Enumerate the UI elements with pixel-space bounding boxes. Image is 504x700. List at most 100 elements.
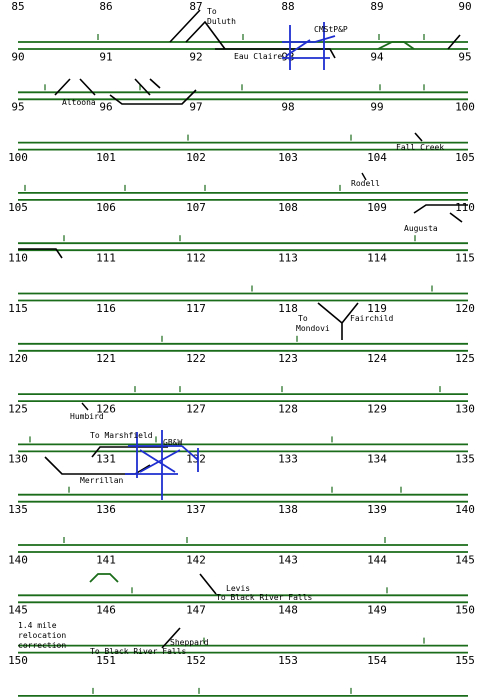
- mile-marker-106: 106: [96, 201, 116, 214]
- mile-marker-102: 102: [186, 151, 206, 164]
- mile-marker-100: 100: [455, 101, 475, 114]
- mile-marker-137: 137: [186, 503, 206, 516]
- mile-marker-113: 113: [278, 252, 298, 265]
- mile-marker-97: 97: [189, 101, 202, 114]
- to-duluth-label: To: [207, 7, 217, 16]
- mile-marker-119: 119: [367, 302, 387, 315]
- mile-marker-111: 111: [96, 252, 116, 265]
- to-marshfield-label: To Marshfield: [90, 431, 153, 440]
- mile-marker-140: 140: [8, 553, 28, 566]
- mile-marker-134: 134: [367, 453, 387, 466]
- marshfield-line: [91, 446, 168, 458]
- mile-marker-149: 149: [367, 604, 387, 617]
- mile-marker-86: 86: [99, 0, 112, 13]
- mile-marker-118: 118: [278, 302, 298, 315]
- mile-marker-126: 126: [96, 402, 116, 415]
- mile-marker-89: 89: [370, 0, 383, 13]
- mile-marker-142: 142: [186, 553, 206, 566]
- row-1-features: Altoona: [54, 78, 197, 107]
- mile-marker-109: 109: [367, 201, 387, 214]
- mile-marker-117: 117: [186, 302, 206, 315]
- to-black-river-falls-label-2: To Black River Falls: [90, 647, 187, 656]
- west-siding-row-5: [18, 248, 63, 259]
- mile-marker-131: 131: [96, 453, 116, 466]
- levis-siding: [89, 573, 119, 583]
- altoona-spur-east: [134, 78, 161, 96]
- mile-marker-152: 152: [186, 654, 206, 667]
- rodell-label: Rodell: [351, 179, 380, 188]
- mile-marker-153: 153: [278, 654, 298, 667]
- row-6-features: To Mondovi Fairchild: [296, 302, 394, 340]
- mondovi-fairchild-wye: [317, 302, 359, 340]
- cmstp-label: CMStP&P: [314, 25, 348, 34]
- levis-spur: [199, 573, 217, 595]
- mile-marker-148: 148: [278, 604, 298, 617]
- mile-marker-90: 90: [11, 50, 24, 63]
- mile-marker-154: 154: [367, 654, 387, 667]
- eau-claire-label: Eau Claire: [234, 52, 282, 61]
- mile-marker-125: 125: [8, 402, 28, 415]
- humbird-spur: [81, 402, 89, 411]
- mile-marker-99: 99: [370, 101, 383, 114]
- mile-marker-135: 135: [8, 503, 28, 516]
- mile-marker-129: 129: [367, 402, 387, 415]
- east-spur-row-0: [447, 34, 461, 50]
- mile-marker-123: 123: [278, 352, 298, 365]
- altoona-label: Altoona: [62, 98, 96, 107]
- mile-marker-100: 100: [8, 151, 28, 164]
- fall-creek-spur: [414, 132, 423, 142]
- mile-marker-141: 141: [96, 553, 116, 566]
- gbw-crossing: [125, 430, 199, 500]
- row-4-features: Augusta: [404, 204, 468, 233]
- rodell-spur: [361, 172, 367, 181]
- to-mondovi-label-2: Mondovi: [296, 324, 330, 333]
- augusta-label: Augusta: [404, 224, 438, 233]
- mile-marker-98: 98: [281, 101, 294, 114]
- mile-marker-130: 130: [455, 402, 475, 415]
- mile-marker-130: 130: [8, 453, 28, 466]
- mile-marker-116: 116: [96, 302, 116, 315]
- mile-marker-107: 107: [186, 201, 206, 214]
- row-5-features: [18, 248, 63, 259]
- mile-marker-115: 115: [8, 302, 28, 315]
- mile-marker-121: 121: [96, 352, 116, 365]
- mile-marker-91: 91: [99, 50, 112, 63]
- mile-marker-127: 127: [186, 402, 206, 415]
- mile-marker-105: 105: [8, 201, 28, 214]
- to-mondovi-label: To: [298, 314, 308, 323]
- mile-marker-144: 144: [367, 553, 387, 566]
- row-3-features: Rodell: [351, 172, 380, 188]
- mile-marker-115: 115: [455, 252, 475, 265]
- augusta-spur: [449, 212, 463, 223]
- duluth-spur: [169, 9, 226, 50]
- augusta-siding: [413, 204, 468, 214]
- mile-marker-103: 103: [278, 151, 298, 164]
- humbird-label: Humbird: [70, 412, 104, 421]
- row-12-features: 1.4 mile relocation correction Sheppard …: [18, 621, 209, 656]
- mile-marker-145: 145: [8, 604, 28, 617]
- sheppard-spur: [161, 627, 181, 649]
- mile-marker-112: 112: [186, 252, 206, 265]
- mile-marker-140: 140: [455, 503, 475, 516]
- mile-marker-135: 135: [455, 453, 475, 466]
- relocation-note-3: correction: [18, 641, 66, 650]
- mile-marker-120: 120: [8, 352, 28, 365]
- mile-marker-101: 101: [96, 151, 116, 164]
- mile-marker-125: 125: [455, 352, 475, 365]
- mile-marker-88: 88: [281, 0, 294, 13]
- mile-marker-85: 85: [11, 0, 24, 13]
- eau-claire-siding: [215, 48, 336, 59]
- mile-marker-136: 136: [96, 503, 116, 516]
- mile-marker-150: 150: [455, 604, 475, 617]
- mile-marker-90: 90: [458, 0, 471, 13]
- mile-marker-95: 95: [458, 50, 471, 63]
- mile-marker-128: 128: [278, 402, 298, 415]
- mile-marker-155: 155: [455, 654, 475, 667]
- levis-label: Levis: [226, 584, 250, 593]
- mile-marker-150: 150: [8, 654, 28, 667]
- fall-creek-label: Fall Creek: [396, 143, 444, 152]
- mile-marker-143: 143: [278, 553, 298, 566]
- mile-marker-95: 95: [11, 101, 24, 114]
- east-siding-row-0: [377, 41, 415, 50]
